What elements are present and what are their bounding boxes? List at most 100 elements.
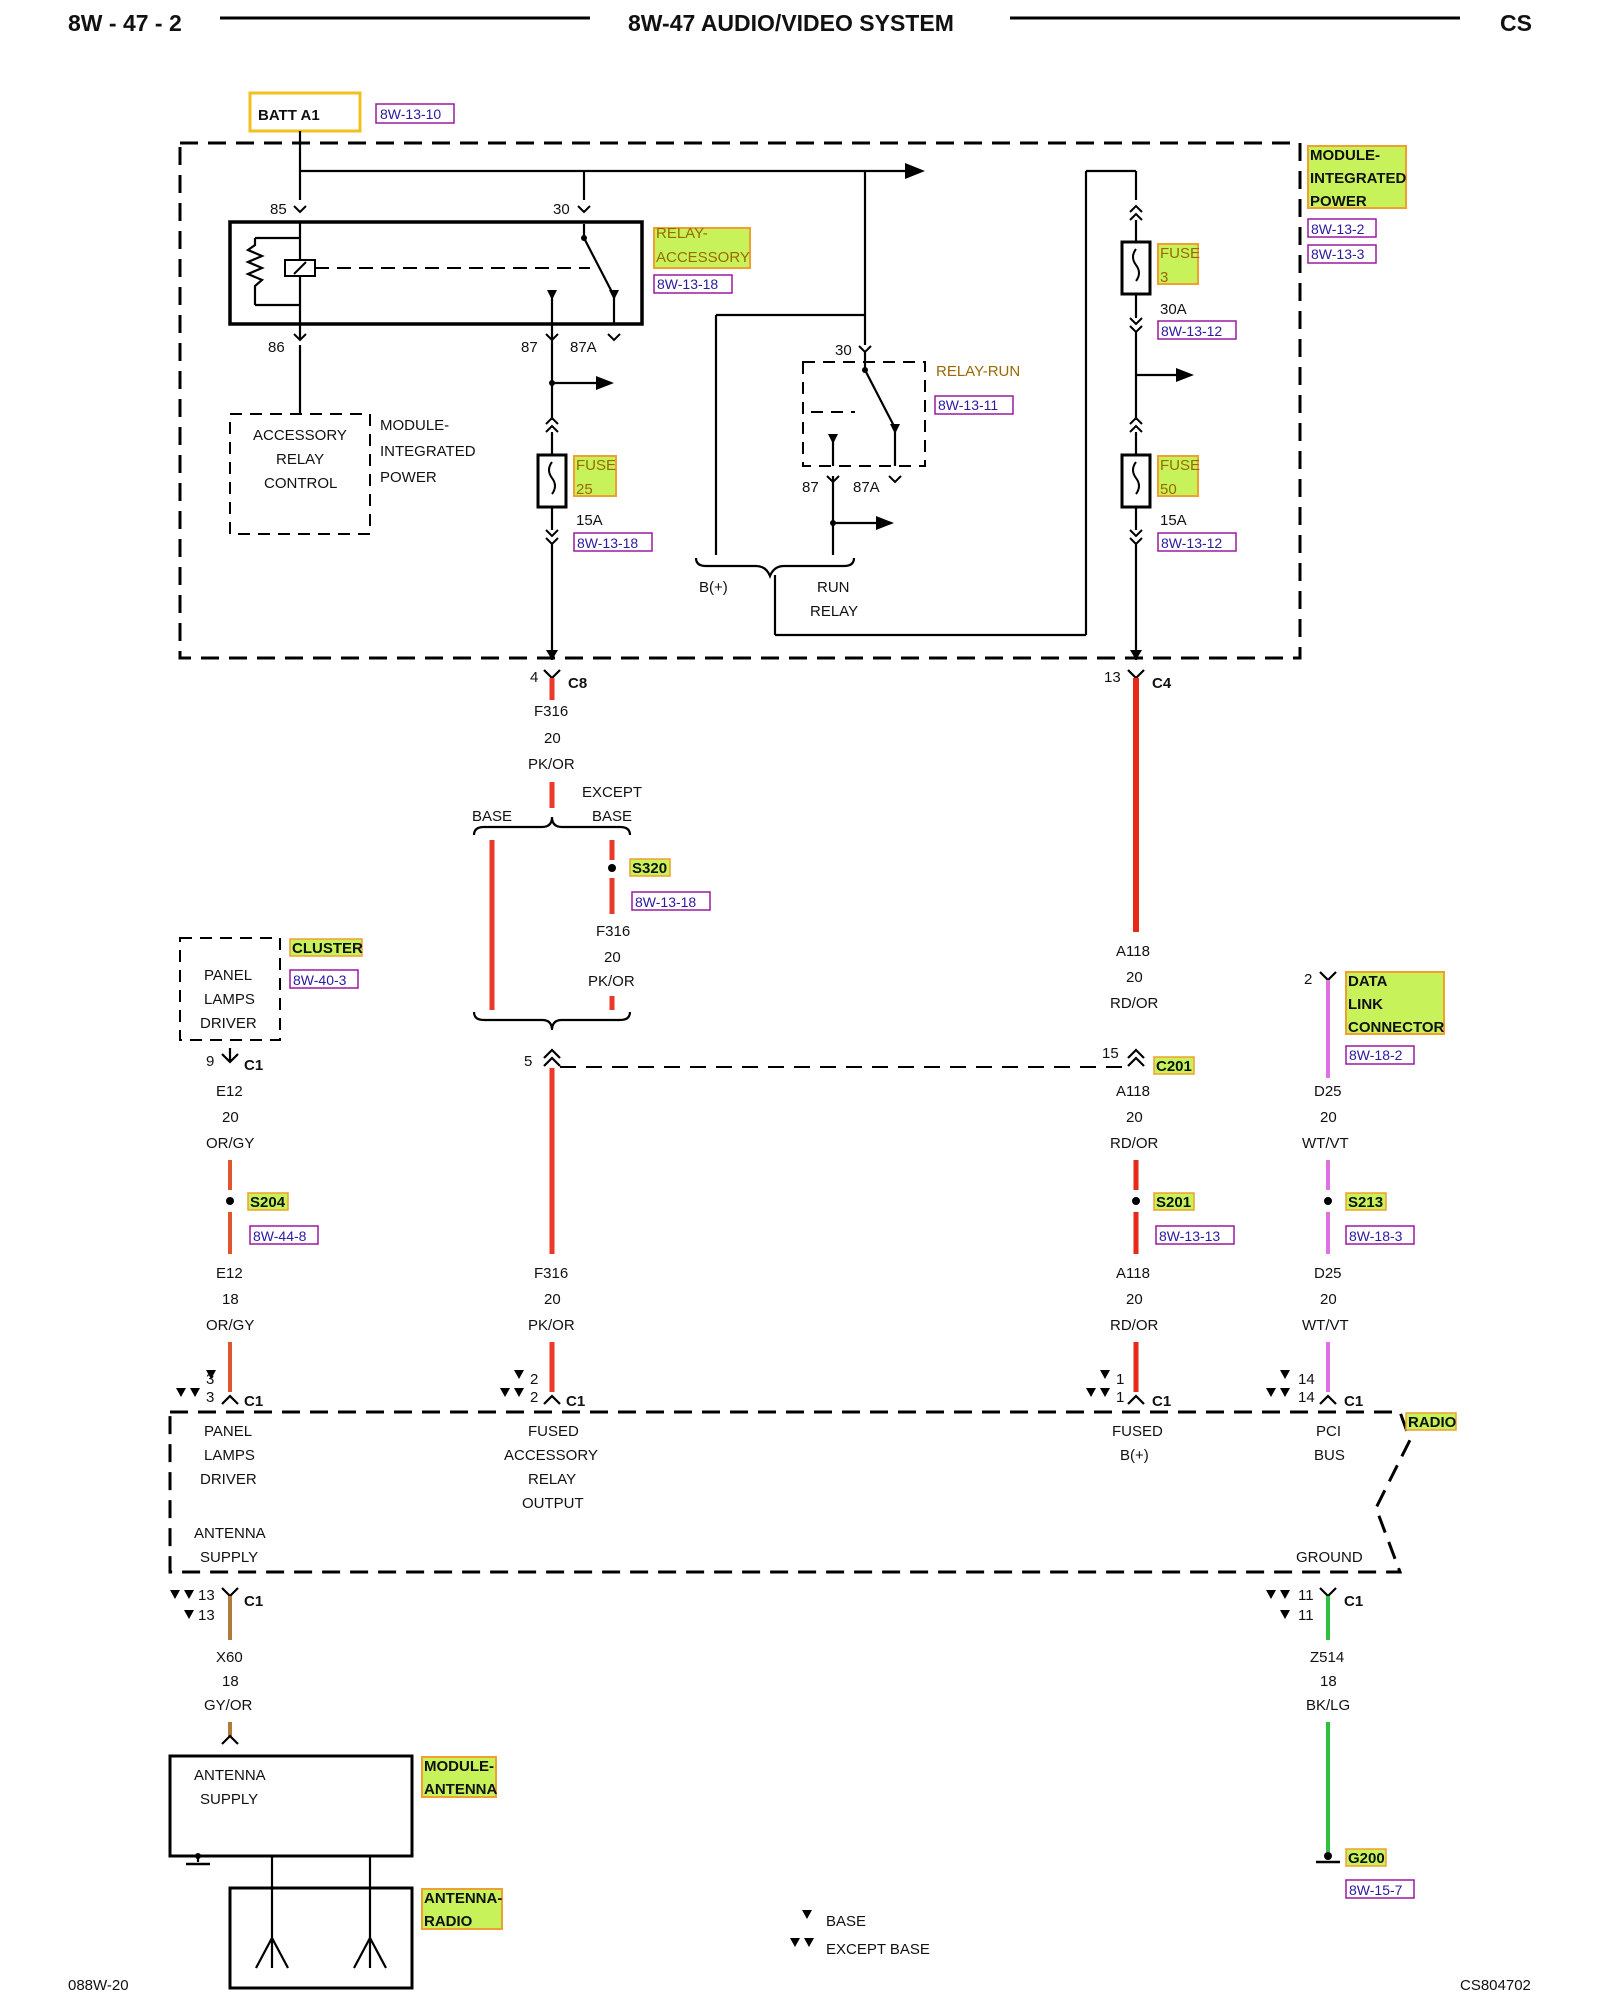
svg-text:ANTENNA: ANTENNA	[194, 1767, 266, 1784]
radio-tag: RADIO	[1408, 1414, 1457, 1431]
svg-text:11: 11	[1298, 1607, 1314, 1624]
svg-text:18: 18	[1320, 1673, 1337, 1690]
svg-text:ACCESSORY: ACCESSORY	[253, 427, 347, 444]
svg-text:20: 20	[1320, 1291, 1337, 1308]
svg-text:GY/OR: GY/OR	[204, 1697, 253, 1714]
batt-ref[interactable]: 8W-13-10	[380, 106, 441, 122]
fuse50-rating: 15A	[1160, 512, 1187, 529]
footer-left-code: 088W-20	[68, 1977, 129, 1994]
svg-text:F316: F316	[534, 1265, 568, 1282]
svg-text:8W-13-18[interactable]: 8W-13-18	[635, 894, 696, 910]
svg-text:E12: E12	[216, 1265, 243, 1282]
wire-f316-lower: F316 20 PK/OR	[528, 1068, 575, 1392]
svg-text:BASE: BASE	[592, 808, 632, 825]
svg-text:DATA: DATA	[1348, 973, 1388, 990]
svg-text:MODULE-: MODULE-	[380, 417, 449, 434]
svg-text:20: 20	[604, 949, 621, 966]
fuse50-label: FUSE	[1160, 457, 1200, 474]
svg-text:RUN: RUN	[817, 579, 850, 596]
svg-text:LAMPS: LAMPS	[204, 991, 255, 1008]
svg-text:E12: E12	[216, 1083, 243, 1100]
svg-text:4: 4	[530, 669, 538, 686]
svg-text:GROUND: GROUND	[1296, 1549, 1363, 1566]
svg-text:2: 2	[530, 1389, 538, 1406]
relay-accessory-ref[interactable]: 8W-13-18	[657, 276, 718, 292]
svg-text:20: 20	[544, 1291, 561, 1308]
relay-accessory: 85 30 86 87 87A RELAY- ACCESSORY 8W-13-1…	[228, 201, 751, 420]
svg-text:LINK: LINK	[1348, 996, 1383, 1013]
svg-text:18: 18	[222, 1291, 239, 1308]
svg-text:D25: D25	[1314, 1083, 1342, 1100]
svg-text:3: 3	[206, 1389, 214, 1406]
svg-text:SUPPLY: SUPPLY	[200, 1791, 258, 1808]
wire-d25: D25 20 WT/VT D25 20 WT/VT	[1302, 1083, 1349, 1392]
svg-text:INTEGRATED: INTEGRATED	[1310, 170, 1407, 187]
svg-text:PANEL: PANEL	[204, 967, 252, 984]
svg-text:BASE: BASE	[472, 808, 512, 825]
fuse25-number: 25	[576, 481, 593, 498]
svg-text:C4: C4	[1152, 675, 1172, 692]
page-code: CS	[1500, 10, 1532, 36]
svg-text:RD/OR: RD/OR	[1110, 995, 1159, 1012]
svg-text:S201: S201	[1156, 1194, 1191, 1211]
svg-text:F316: F316	[534, 703, 568, 720]
svg-text:8W-15-7[interactable]: 8W-15-7	[1349, 1882, 1403, 1898]
svg-text:A118: A118	[1116, 943, 1150, 960]
relay-run-ref[interactable]: 8W-13-11	[938, 397, 998, 413]
svg-text:8W-13-2[interactable]: 8W-13-2	[1311, 221, 1365, 237]
svg-text:A118: A118	[1116, 1083, 1150, 1100]
svg-text:OR/GY: OR/GY	[206, 1317, 254, 1334]
svg-text:8W-18-3[interactable]: 8W-18-3	[1349, 1228, 1403, 1244]
footer-right-code: CS804702	[1460, 1977, 1531, 1994]
svg-text:8W-40-3[interactable]: 8W-40-3	[293, 972, 347, 988]
relay-accessory-tag-1: RELAY-	[656, 225, 708, 242]
svg-text:CONTROL: CONTROL	[264, 475, 337, 492]
svg-text:CONNECTOR: CONNECTOR	[1348, 1019, 1445, 1036]
svg-text:S213: S213	[1348, 1194, 1383, 1211]
svg-text:20: 20	[222, 1109, 239, 1126]
svg-text:20: 20	[1126, 1109, 1143, 1126]
svg-text:B(+): B(+)	[1120, 1447, 1149, 1464]
splice-s204: S204 8W-44-8	[247, 1192, 319, 1245]
svg-text:WT/VT: WT/VT	[1302, 1135, 1349, 1152]
relay-run-tag: RELAY-RUN	[936, 363, 1020, 380]
svg-text:FUSED: FUSED	[1112, 1423, 1163, 1440]
svg-text:POWER: POWER	[1310, 193, 1367, 210]
svg-text:RELAY: RELAY	[528, 1471, 576, 1488]
svg-text:C1: C1	[244, 1393, 263, 1410]
svg-text:1: 1	[1116, 1371, 1124, 1388]
svg-text:20: 20	[544, 730, 561, 747]
svg-text:8W-44-8[interactable]: 8W-44-8	[253, 1228, 307, 1244]
svg-text:13: 13	[1104, 669, 1121, 686]
fuse3-ref[interactable]: 8W-13-12	[1161, 323, 1222, 339]
svg-text:RELAY: RELAY	[810, 603, 858, 620]
svg-text:14: 14	[1298, 1371, 1315, 1388]
svg-text:ANTENNA-: ANTENNA-	[424, 1890, 502, 1907]
svg-text:MODULE-: MODULE-	[424, 1758, 494, 1775]
svg-text:F316: F316	[596, 923, 630, 940]
batt-a1: BATT A1 8W-13-10	[248, 91, 455, 133]
svg-text:85: 85	[270, 201, 287, 218]
fuse25-rating: 15A	[576, 512, 603, 529]
svg-text:8W-13-13[interactable]: 8W-13-13	[1159, 1228, 1220, 1244]
wire-a118: A118 20 RD/OR	[1110, 678, 1159, 1012]
svg-text:30: 30	[835, 342, 852, 359]
svg-text:13: 13	[198, 1587, 215, 1604]
wire-e12: E12 20 OR/GY E12 18 OR/GY	[206, 1083, 254, 1392]
fuse-3-and-50: FUSE 3 30A 8W-13-12 FUSE 50 15A 8W-13-12	[1120, 204, 1237, 660]
wire-x60: X60 18 GY/OR	[204, 1596, 253, 1745]
relay-run: 30 87 87A RELAY-RUN 8W-13-11 B(+) RUN RE…	[694, 342, 1020, 620]
fuse-25: FUSE 25 15A 8W-13-18	[536, 376, 653, 660]
svg-text:OR/GY: OR/GY	[206, 1135, 254, 1152]
radio-box: RADIO PANEL LAMPS DRIVER FUSED ACCESSORY…	[168, 1410, 1457, 1574]
legend-except-base: EXCEPT BASE	[826, 1941, 930, 1958]
svg-text:8W-18-2[interactable]: 8W-18-2	[1349, 1047, 1403, 1063]
svg-text:OUTPUT: OUTPUT	[522, 1495, 584, 1512]
fuse25-ref[interactable]: 8W-13-18	[577, 535, 638, 551]
page-header: 8W - 47 - 2 8W-47 AUDIO/VIDEO SYSTEM CS	[68, 10, 1532, 36]
svg-text:C8: C8	[568, 675, 587, 692]
fuse50-ref[interactable]: 8W-13-12	[1161, 535, 1222, 551]
svg-text:8W-13-3[interactable]: 8W-13-3	[1311, 246, 1365, 262]
svg-text:MODULE-: MODULE-	[1310, 147, 1380, 164]
